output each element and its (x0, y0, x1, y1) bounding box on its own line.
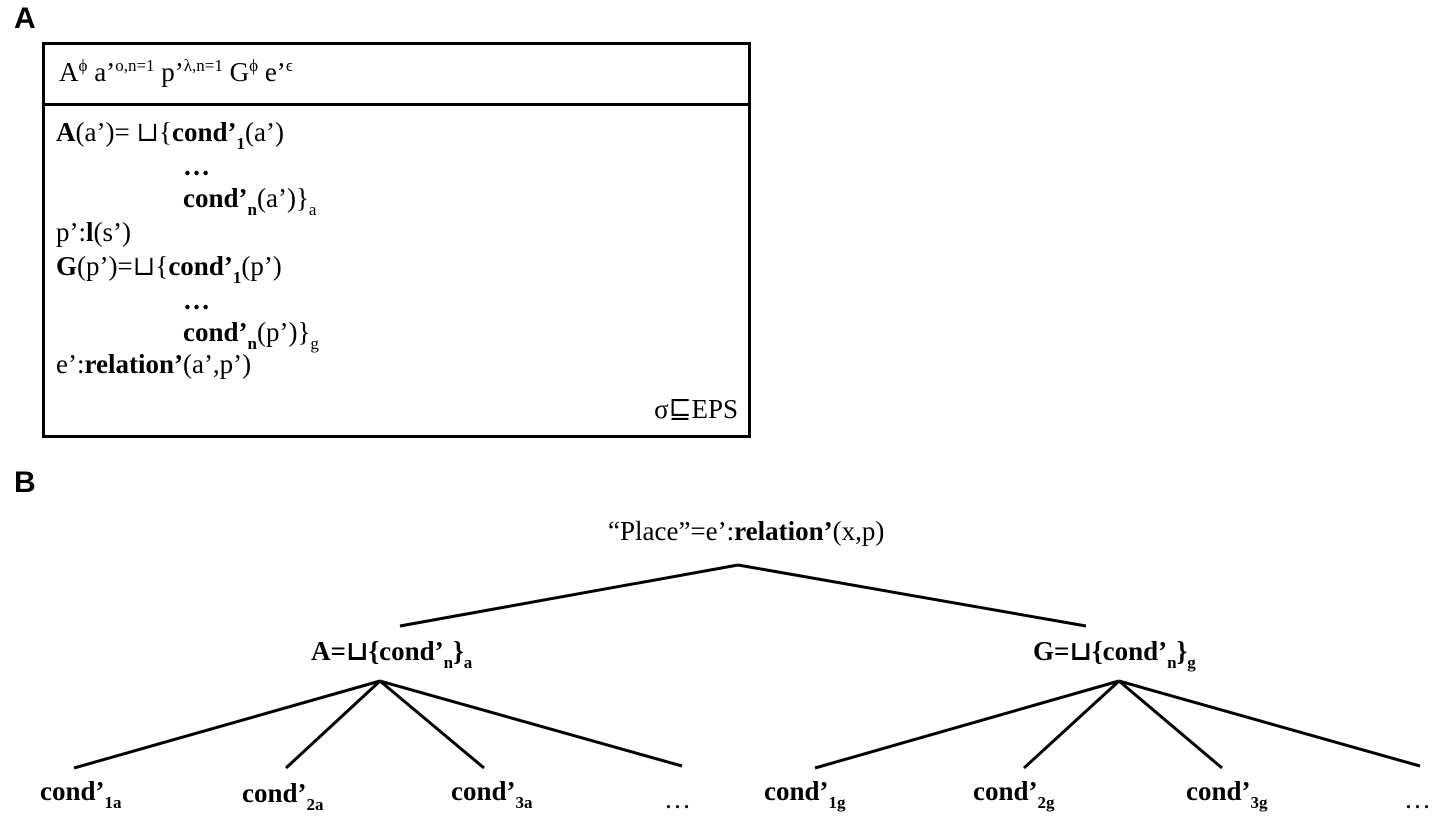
leaf-a-3: cond’3a (451, 776, 533, 812)
condition-G: G(p’)=⊔{cond’1(p’) (56, 251, 282, 287)
node-g-close: } (1176, 636, 1188, 666)
referent-A: A (59, 57, 79, 87)
leaf-g-1: cond’1g (764, 776, 846, 812)
cond-arg: (a’) (245, 117, 285, 147)
condition-G-n: cond’n(p’)}g (183, 317, 319, 353)
l-arg: (s’) (93, 217, 131, 247)
leaf-a-ellipsis: … (664, 784, 691, 815)
condition-A-n: cond’n(a’)}a (183, 183, 316, 219)
set-subscript: a (308, 200, 317, 219)
node-g-main: G=⊔{cond’ (1033, 636, 1168, 666)
referent-A-type: ϕ (78, 56, 88, 75)
leaf-main: … (1404, 784, 1431, 814)
l-function: l (86, 217, 94, 247)
edge-a-1 (73, 679, 381, 770)
ellipsis-g: … (183, 285, 210, 316)
e-prefix: e’: (56, 349, 85, 379)
edge-a-4 (379, 679, 683, 768)
A-function: A (56, 117, 76, 147)
ellipsis: … (183, 151, 210, 181)
drs-referents: Aϕ a’o,n=1 p’λ,n=1 Gϕ e’ϵ (59, 56, 293, 88)
referent-p-type: λ,n=1 (183, 56, 223, 75)
referent-a-type: o,n=1 (115, 56, 155, 75)
G-args: (p’)=⊔{ (77, 251, 169, 281)
leaf-main: cond’ (764, 776, 829, 806)
panel-b-label: B (14, 466, 36, 499)
node-a-index: n (443, 653, 454, 672)
relation-function: relation’ (84, 349, 183, 379)
referent-a: a’ (87, 57, 116, 87)
leaf-main: … (664, 784, 691, 814)
cond-index: 1 (236, 134, 246, 153)
cond-label: cond’ (172, 117, 237, 147)
edge-g-1 (814, 679, 1120, 770)
node-a-main: A=⊔{cond’ (311, 636, 444, 666)
edge-g-2 (1022, 679, 1121, 770)
edge-root-a (399, 563, 739, 628)
leaf-sub: 2a (306, 795, 324, 814)
leaf-sub: 3g (1250, 793, 1268, 812)
cond-arg: (a’)} (256, 183, 309, 213)
leaf-main: cond’ (973, 776, 1038, 806)
node-a-sub: a (463, 653, 473, 672)
cond-label: cond’ (183, 183, 248, 213)
panel-a-label: A (14, 2, 36, 35)
node-g-sub: g (1187, 653, 1196, 672)
A-args: (a’)= ⊔{ (75, 117, 173, 147)
cond-arg: (p’) (241, 251, 282, 281)
edge-g-4 (1118, 679, 1421, 768)
leaf-sub: 1a (104, 793, 122, 812)
ellipsis: … (183, 285, 210, 315)
drs-box: Aϕ a’o,n=1 p’λ,n=1 Gϕ e’ϵ A(a’)= ⊔{cond’… (42, 42, 751, 438)
referent-G: G (222, 57, 250, 87)
cond-label: cond’ (183, 317, 248, 347)
leaf-main: cond’ (451, 776, 516, 806)
edge-a-3 (379, 679, 485, 770)
referent-e-type: ϵ (285, 56, 293, 75)
ellipsis-a: … (183, 151, 210, 182)
p-prefix: p’: (56, 217, 86, 247)
leaf-main: cond’ (1186, 776, 1251, 806)
node-g-index: n (1167, 653, 1177, 672)
edge-g-3 (1118, 679, 1223, 770)
referent-G-type: ϕ (249, 56, 259, 75)
cond-index: n (247, 200, 257, 219)
tree-root: “Place”=e’:relation’(x,p) (608, 516, 884, 547)
leaf-a-2: cond’2a (242, 778, 324, 814)
leaf-sub: 1g (828, 793, 846, 812)
condition-p: p’:l(s’) (56, 217, 131, 248)
referent-e: e’ (258, 57, 286, 87)
leaf-a-1: cond’1a (40, 776, 122, 812)
relation-args: (a’,p’) (182, 349, 252, 379)
set-subscript: g (310, 334, 319, 353)
cond-arg: (p’)} (256, 317, 311, 347)
leaf-sub: 2g (1037, 793, 1055, 812)
root-args: (x,p) (832, 516, 885, 546)
G-function: G (56, 251, 78, 281)
leaf-main: cond’ (40, 776, 105, 806)
condition-A: A(a’)= ⊔{cond’1(a’) (56, 117, 285, 153)
condition-relation: e’:relation’(a’,p’) (56, 349, 251, 380)
leaf-sub: 3a (515, 793, 533, 812)
cond-label: cond’ (168, 251, 233, 281)
root-relation: relation’ (734, 516, 833, 546)
sigma-eps: σ⊑EPS (654, 394, 738, 424)
leaf-main: cond’ (242, 778, 307, 808)
node-g: G=⊔{cond’n}g (1033, 636, 1196, 672)
node-a-close: } (453, 636, 464, 666)
leaf-g-2: cond’2g (973, 776, 1055, 812)
cond-index: 1 (232, 268, 242, 287)
edge-root-g (737, 563, 1087, 628)
referent-p: p’ (154, 57, 184, 87)
node-a: A=⊔{cond’n}a (311, 636, 472, 672)
cond-index: n (247, 334, 257, 353)
drs-universe: Aϕ a’o,n=1 p’λ,n=1 Gϕ e’ϵ (45, 45, 748, 106)
root-prefix: “Place”=e’: (608, 516, 735, 546)
leaf-g-3: cond’3g (1186, 776, 1268, 812)
edge-a-2 (284, 679, 382, 770)
leaf-g-ellipsis: … (1404, 784, 1431, 815)
